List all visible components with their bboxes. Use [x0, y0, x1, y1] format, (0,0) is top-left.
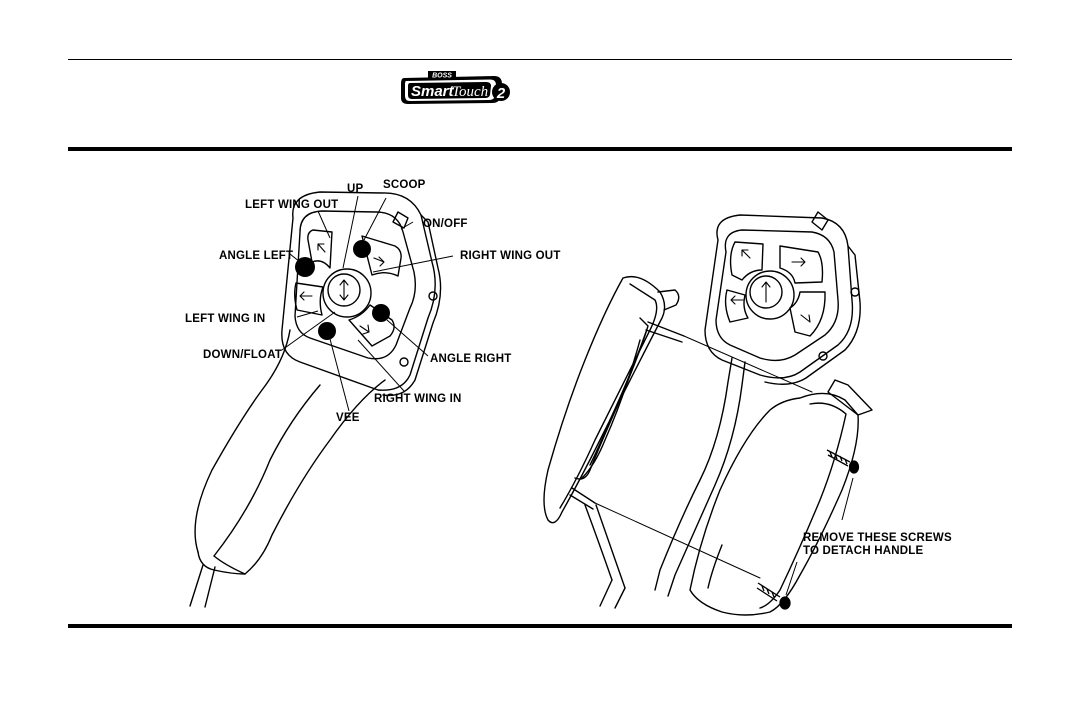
label-down-float: DOWN/FLOAT — [203, 349, 282, 361]
note-line-1: REMOVE THESE SCREWS — [803, 532, 952, 544]
label-angle-left: ANGLE LEFT — [219, 250, 293, 262]
label-left-wing-out: LEFT WING OUT — [245, 199, 338, 211]
handle-note: REMOVE THESE SCREWS TO DETACH HANDLE — [803, 532, 952, 557]
label-left-wing-in: LEFT WING IN — [185, 313, 265, 325]
label-up: UP — [347, 183, 364, 195]
label-angle-right: ANGLE RIGHT — [430, 353, 511, 365]
label-right-wing-out: RIGHT WING OUT — [460, 250, 561, 262]
label-right-wing-in: RIGHT WING IN — [374, 393, 462, 405]
callout-labels: UP SCOOP LEFT WING OUT ON/OFF ANGLE LEFT… — [185, 179, 561, 424]
label-scoop: SCOOP — [383, 179, 426, 191]
label-on-off: ON/OFF — [423, 218, 468, 230]
label-vee: VEE — [336, 412, 360, 424]
button-indicators — [295, 240, 390, 340]
note-line-2: TO DETACH HANDLE — [803, 545, 923, 557]
